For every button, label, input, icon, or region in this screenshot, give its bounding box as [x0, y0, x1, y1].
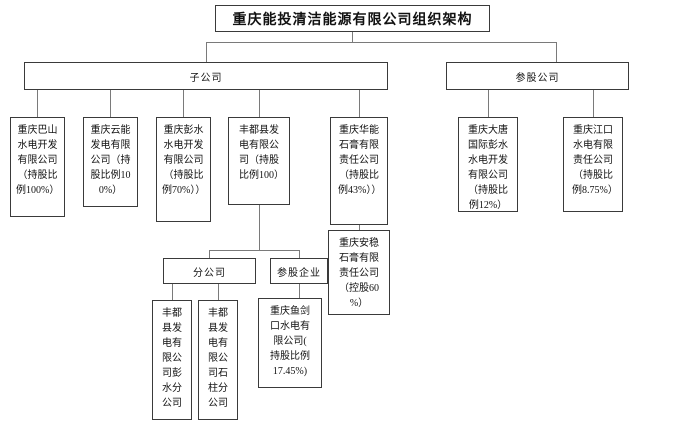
connector-line	[299, 284, 300, 298]
group-subsidiaries: 子公司	[24, 62, 388, 90]
group-affiliated-companies: 参股公司	[446, 62, 629, 90]
org-box-fengdu-pengshui-branch: 丰都县发电有限公司彭水分公司	[152, 300, 192, 420]
connector-line	[110, 90, 111, 117]
org-box-fengdu-power: 丰都县发电有限公司（持股比例100）	[228, 117, 290, 205]
org-box-yunneng-power: 重庆云能发电有限公司（持股比例100%）	[83, 117, 138, 207]
connector-line	[206, 42, 207, 62]
connector-line	[488, 90, 489, 117]
connector-line	[172, 284, 173, 300]
org-box-huaneng-gypsum: 重庆华能石膏有限责任公司（持股比例43%））	[330, 117, 388, 225]
org-box-jiangkou-hydro: 重庆江口水电有限责任公司（持股比例8.75%）	[563, 117, 623, 212]
connector-line	[259, 205, 260, 250]
connector-line	[359, 225, 360, 230]
org-box-bashan-hydro: 重庆巴山水电开发有限公司（持股比例100%）	[10, 117, 65, 217]
group-branches: 分公司	[163, 258, 256, 284]
org-box-fengdu-shizhu-branch: 丰都县发电有限公司石柱分公司	[198, 300, 238, 420]
org-box-datang-pengshui-hydro: 重庆大唐国际彭水水电开发有限公司（持股比例12%）	[458, 117, 518, 212]
connector-line	[183, 90, 184, 117]
connector-line	[37, 90, 38, 117]
group-branches-label: 分公司	[193, 267, 226, 279]
connector-line	[359, 90, 360, 117]
connector-line	[259, 90, 260, 117]
org-box-yujiankou-hydro: 重庆鱼剑口水电有限公司(持股比例17.45%)	[258, 298, 322, 388]
connector-line	[209, 250, 300, 251]
group-affiliated-companies-label: 参股公司	[515, 72, 560, 84]
connector-line	[352, 32, 353, 42]
chart-title-text: 重庆能投清洁能源有限公司组织架构	[232, 12, 473, 28]
org-box-pengshui-hydro: 重庆彭水水电开发有限公司（持股比例70%））	[156, 117, 211, 222]
connector-line	[593, 90, 594, 117]
connector-line	[556, 42, 557, 62]
connector-line	[206, 42, 557, 43]
group-affiliated-enterprises: 参股企业	[270, 258, 328, 284]
connector-line	[209, 250, 210, 258]
connector-line	[299, 250, 300, 258]
connector-line	[218, 284, 219, 300]
group-affiliated-enterprises-label: 参股企业	[277, 267, 321, 279]
org-box-anwen-gypsum: 重庆安稳石膏有限责任公司（控股60%）	[328, 230, 390, 315]
chart-title: 重庆能投清洁能源有限公司组织架构	[215, 5, 490, 32]
group-subsidiaries-label: 子公司	[189, 72, 223, 84]
